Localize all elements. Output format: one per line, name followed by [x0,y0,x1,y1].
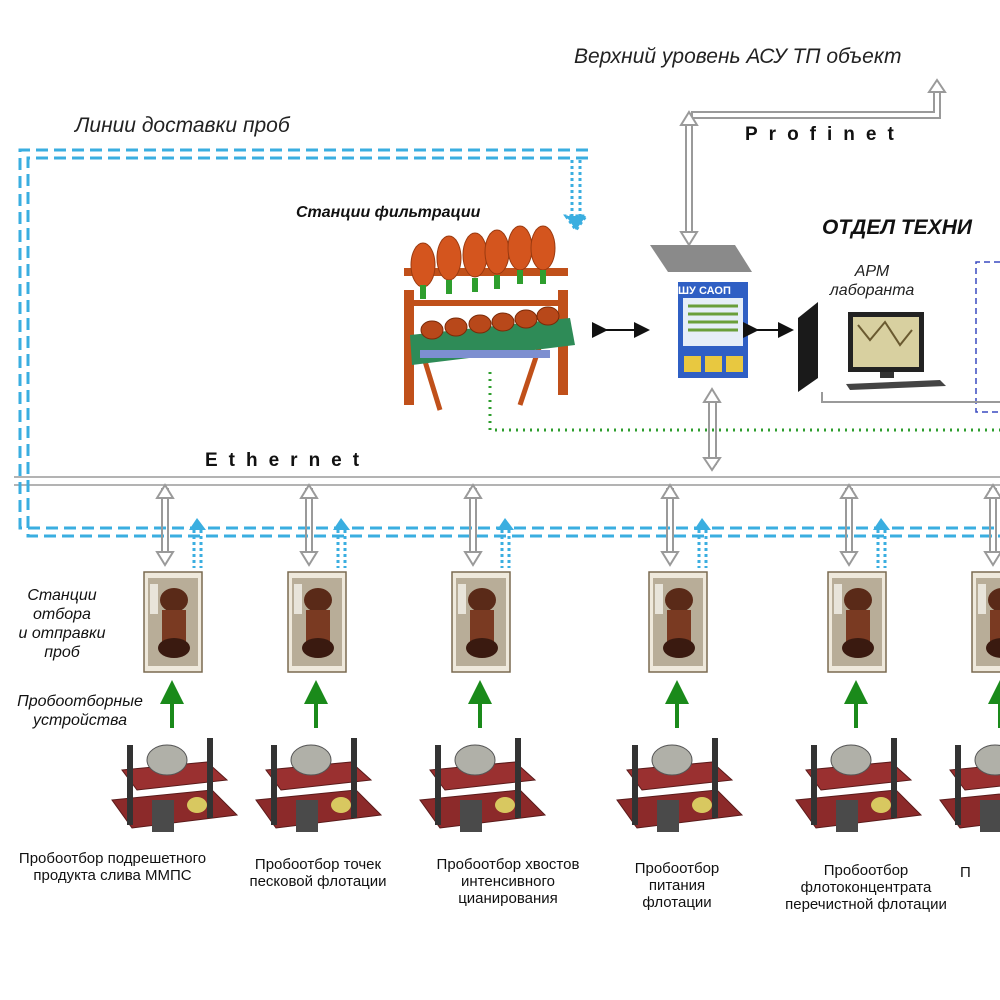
station-column [616,483,744,832]
profinet-label: Profinet [745,124,905,145]
filtration-label: Станции фильтрации [296,204,481,221]
department-box [975,261,1000,413]
pc-link [821,392,1000,403]
department-title: ОТДЕЛ ТЕХНИ [822,216,972,239]
sampling-device-icon [616,738,744,832]
stations-label: Станции отбора и отправки проб [18,587,106,661]
bus-drop [660,483,680,567]
arm-label: АРМ лаборанта [829,263,915,299]
sampler-caption: П [960,864,971,881]
sample-drop [694,518,711,568]
bus-drop [983,483,1000,567]
cabinet-label: ШУ САОП [678,285,731,297]
filter-station-icon [404,225,575,411]
sampling-device-icon [939,744,1000,832]
signal-line [488,372,1000,432]
sample-drop [333,518,350,568]
station-row [111,483,1000,832]
sample-drop [873,518,890,568]
workstation-pc-icon [798,302,946,392]
sampler-caption: Пробоотбор флотоконцентрата перечистной … [785,862,947,913]
sample-delivery-lines [18,148,1000,538]
profinet-line [679,78,947,247]
sampling-station-icon [648,571,708,673]
bus-drop [463,483,483,567]
bus-drop [299,483,319,567]
sampling-station-icon [971,571,1000,673]
sample-line-drop [563,160,589,233]
sampling-station-icon [451,571,511,673]
sampler-caption: Пробоотбор подрешетного продукта слива М… [18,850,207,884]
station-column [795,483,923,832]
sampling-device-icon [111,738,239,832]
upper-level-title: Верхний уровень АСУ ТП объект [574,45,902,68]
sampling-device-icon [795,738,923,832]
sample-drop [497,518,514,568]
sampler-caption: Пробоотбор точек песковой флотации [249,856,387,890]
sampling-device-icon [419,738,547,832]
station-column [939,483,1000,832]
sampling-station-icon [143,571,203,673]
station-column [255,483,383,832]
samplers-label: Пробоотборные устройства [17,693,143,729]
sampler-caption: Пробоотбор питания флотации [634,860,720,911]
sampling-device-icon [255,738,383,832]
ethernet-label: Ethernet [205,450,371,471]
sample-drop [189,518,206,568]
bus-drop [155,483,175,567]
sampling-station-icon [827,571,887,673]
station-column [419,483,547,832]
sampling-station-icon [287,571,347,673]
bus-drop [839,483,859,567]
control-cabinet-icon [650,245,752,378]
sample-lines-title: Линии доставки проб [75,114,290,137]
cabinet-ethernet-link [702,387,722,472]
sampler-caption: Пробоотбор хвостов интенсивного цианиров… [436,856,580,907]
ethernet-bus [14,476,1000,486]
station-column [111,483,239,832]
